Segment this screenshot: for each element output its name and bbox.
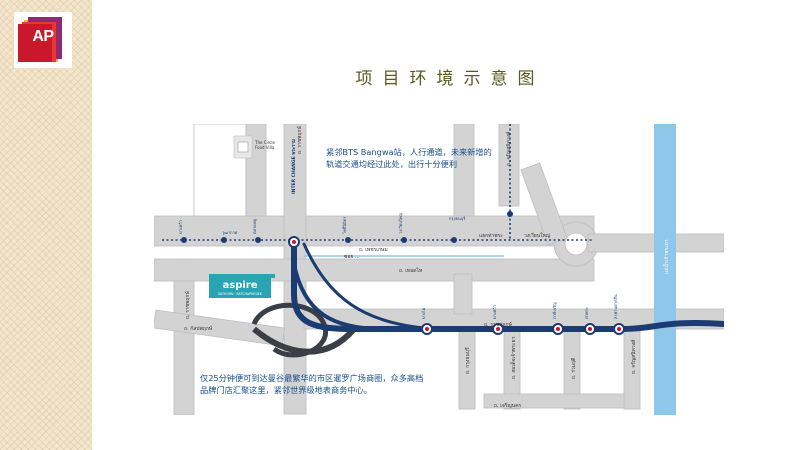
road-label-river: แม่น้ำเจ้าพระยา bbox=[661, 239, 670, 274]
road-label-junction: แยกท่าพระ bbox=[479, 233, 503, 239]
road-label-rama3: ถ. ร่วมฤดี bbox=[570, 358, 577, 379]
road-label-krung-thon: ถ. กรุงธนบุรี bbox=[464, 347, 471, 374]
road-label-thoet-thai: ถ. เทอดไท bbox=[399, 267, 422, 274]
station-label-9: ภาษีเจริญ bbox=[552, 302, 557, 319]
sidebar-pattern bbox=[0, 0, 92, 450]
station-label-10: ท่าพระ bbox=[584, 307, 589, 319]
station-label-3: ตลาดพลู bbox=[252, 218, 258, 234]
bts-line bbox=[162, 124, 594, 241]
aspire-project-box bbox=[209, 274, 271, 298]
road-label-ratchaphruek-north: ถ. ราชพฤกษ์ bbox=[296, 126, 303, 154]
road-label-small-soi: ซอย ... bbox=[344, 254, 360, 260]
road-label-sukhumvit: ถ. จรัญสนิทวงศ์ bbox=[505, 131, 512, 166]
aspire-project-name: aspire bbox=[223, 280, 258, 291]
station-label-2: วุฒากาศ bbox=[222, 230, 238, 236]
station-label-5: วงเวียนใหญ่ bbox=[398, 213, 403, 234]
road-label-ratchaphruek-west: ถ. ราชพฤกษ์ bbox=[184, 291, 191, 319]
road-label-kalpapruek: ถ. กัลปพฤกษ์ bbox=[184, 325, 213, 332]
interchange-label: INTER CHANGE พระราม bbox=[291, 139, 297, 194]
note-city-access: 仅25分钟便可到达曼谷最繁华的市区暹罗广场商圈，众多高档品牌门店汇聚这里，紧邻世… bbox=[200, 373, 424, 395]
road-label-ratchaphruek-south: ถ. ราชพฤกษ์ bbox=[484, 321, 512, 328]
station-label-4: โพธิ์นิมิตร bbox=[341, 216, 347, 234]
aspire-project-tagline: SATHORN · RATCHAPHRUEK bbox=[218, 292, 263, 296]
river bbox=[654, 124, 676, 415]
ap-logo: AP bbox=[14, 12, 72, 68]
road-label-phet-kasem: ถ. เพชรเกษม bbox=[359, 247, 388, 253]
interchange bbox=[251, 302, 357, 358]
logo-text: AP bbox=[32, 28, 54, 45]
road-label-somdet: ถ. สมเด็จเจ้าพระยา bbox=[509, 337, 517, 379]
station-label-1: บางหว้า bbox=[178, 220, 183, 234]
station-label-11: สะพานตากสิน bbox=[613, 294, 618, 319]
location-map: aspire SATHORN · RATCHAPHRUEK ถ. เพชรเกษ… bbox=[154, 124, 724, 415]
road-label-charansanitwong: ถ. จรัญสนิทวงศ์ bbox=[630, 339, 637, 374]
road-label-charoen-nakhon: ถ. เจริญนคร bbox=[494, 402, 522, 409]
station-label-6: กรุงธนบุรี bbox=[449, 216, 466, 222]
page-title: 项目环境示意图 bbox=[355, 69, 545, 89]
road-label-wongwian-yai: วงเวียนใหญ่ bbox=[524, 232, 550, 239]
note-bts-access: 紧邻BTS Bangwa站，人行通道，未来新增的轨道交通均经过此处，出行十分便利 bbox=[326, 147, 492, 169]
station-label-8: บางหว้า bbox=[492, 305, 497, 319]
station-label-7: บางไผ่ bbox=[421, 307, 426, 319]
